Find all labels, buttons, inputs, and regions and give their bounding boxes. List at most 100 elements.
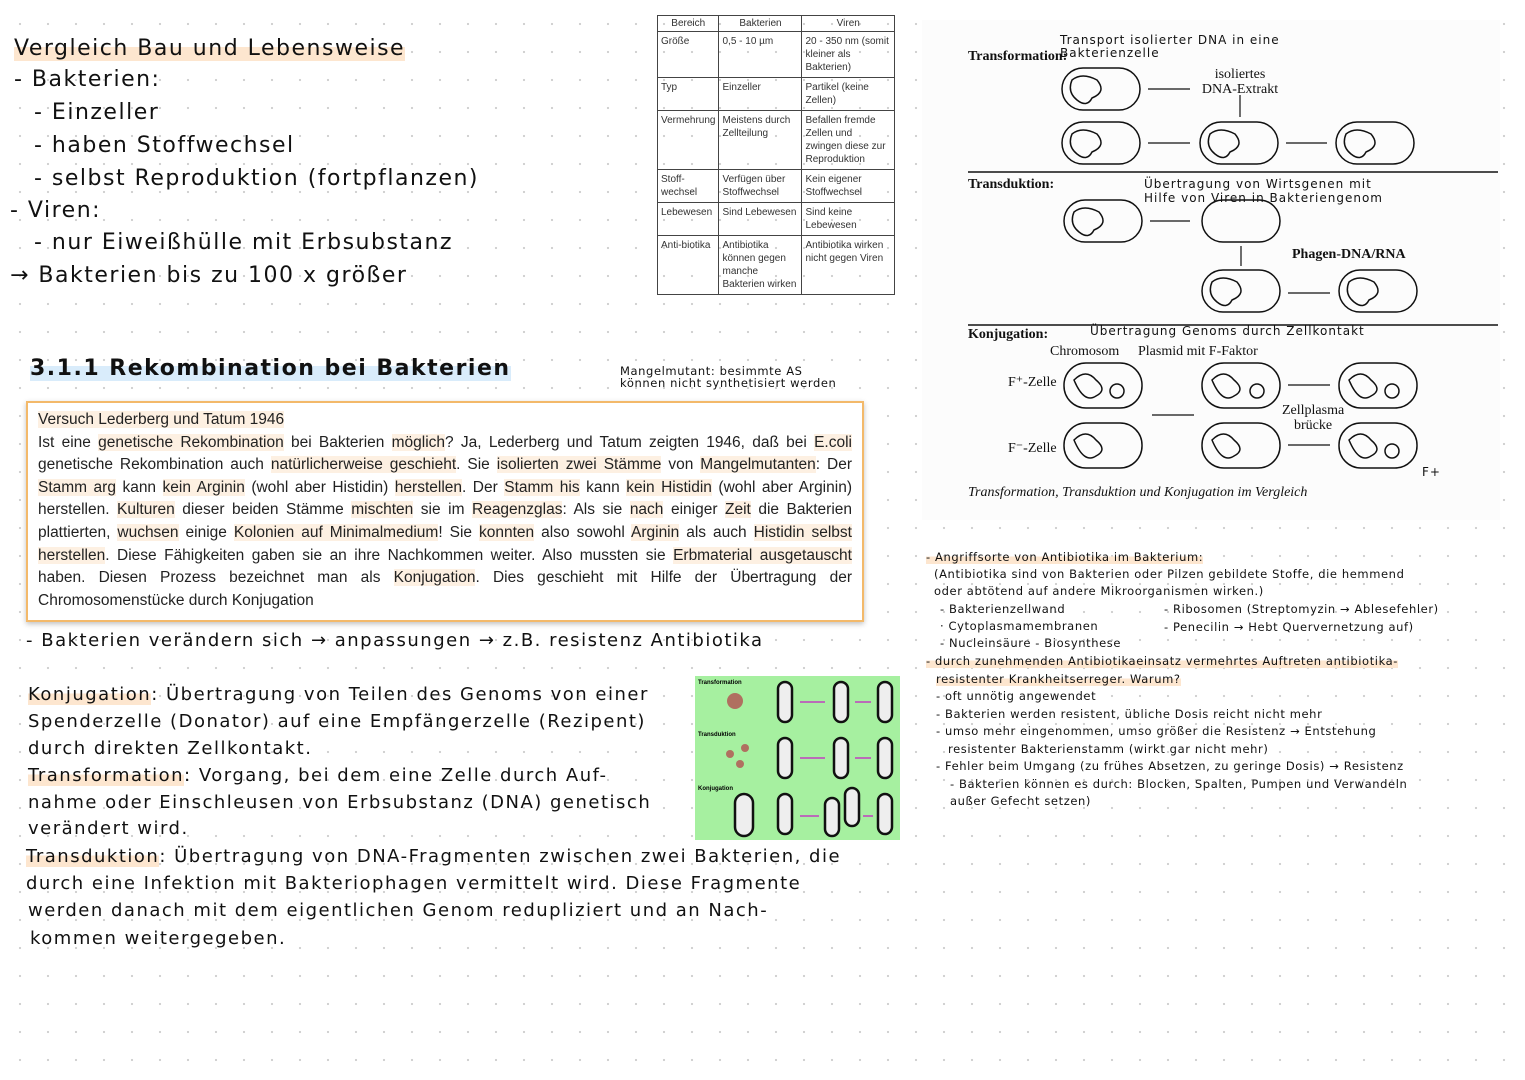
table-cell: Sind keine Lebewesen xyxy=(801,202,895,236)
figure-label: Transformation xyxy=(698,680,742,686)
experiment-box: Versuch Lederberg und Tatum 1946 Ist ein… xyxy=(26,401,864,623)
mangelmutant-note: können nicht synthetisiert werden xyxy=(620,376,837,390)
highlighted-text: isolierten zwei Stämme xyxy=(496,456,662,474)
diagram-label: brücke xyxy=(1294,418,1332,433)
table-cell: Anti-biotika xyxy=(656,235,720,295)
note-line: - Bakterien können es durch: Blocken, Sp… xyxy=(950,776,1408,791)
note-line: - Viren: xyxy=(10,198,102,223)
definition-konjugation: Konjugation: Übertragung von Teilen des … xyxy=(28,684,649,705)
text-segment: genetische Rekombination auch xyxy=(38,456,271,474)
transfer-comparison-diagram: Transformation: Transport isolierter DNA… xyxy=(922,20,1500,520)
text-segment: von xyxy=(661,456,701,474)
cell-shape xyxy=(1338,362,1418,409)
cell-shape xyxy=(1063,362,1143,409)
highlighted-text: kein Histidin xyxy=(626,478,712,496)
table-cell: Lebewesen xyxy=(656,202,720,236)
diagram-label: F⁺-Zelle xyxy=(1008,375,1057,390)
table-header: Bakterien xyxy=(718,15,803,32)
diagram-label: Plasmid mit F-Faktor xyxy=(1138,344,1258,359)
term: Konjugation xyxy=(28,684,152,705)
cell-shape xyxy=(733,792,755,838)
handwritten-note: Übertragung Genoms durch Zellkontakt xyxy=(1090,322,1365,338)
notes-title-text: Vergleich Bau und Lebensweise xyxy=(14,36,406,61)
table-cell: Größe xyxy=(656,31,720,78)
table-cell: 0,5 - 10 µm xyxy=(718,31,803,78)
diagram-label: DNA-Extrakt xyxy=(1202,82,1278,97)
text-segment: kann xyxy=(579,478,627,496)
note-line: → Bakterien bis zu 100 x größer xyxy=(10,263,408,288)
cell-shape xyxy=(843,786,861,828)
cell-shape xyxy=(876,792,894,836)
diagram-label-konjugation: Konjugation: xyxy=(968,327,1048,342)
table-cell: Verfügen über Stoffwechsel xyxy=(718,169,803,203)
text-segment: ? Ja, Lederberg und Tatum zeigten 1946, … xyxy=(445,433,815,451)
highlighted-text: kein Arginin xyxy=(162,478,245,496)
mangelmutant-note: Mangelmutant: besimmte AS xyxy=(620,364,803,378)
handwritten-note: Transport isolierter DNA in eine xyxy=(1059,33,1280,47)
highlighted-text: mischten xyxy=(351,501,414,519)
text-segment: ! Sie xyxy=(438,523,480,541)
diagram-label-transduktion: Transduktion: xyxy=(968,177,1054,192)
note-line: - selbst Reproduktion (fortpflanzen) xyxy=(34,166,480,191)
highlighted-text: Mangelmutanten xyxy=(700,456,816,474)
diagram-label-transformation: Transformation: xyxy=(968,49,1067,64)
diagram-label: isoliertes xyxy=(1215,67,1266,82)
note-line: - Bakterien werden resistent, übliche Do… xyxy=(936,706,1323,721)
highlighted-text: Erbmaterial ausgetauscht xyxy=(673,546,852,564)
figure-label: Transduktion xyxy=(698,732,736,738)
handwritten-note: Bakterienzelle xyxy=(1060,46,1160,60)
highlighted-text: Zeit xyxy=(724,501,751,519)
highlighted-text: wuchsen xyxy=(117,523,179,541)
text-segment: kann xyxy=(115,478,163,496)
text-segment: als auch xyxy=(679,523,754,541)
table-cell: Sind Lebewesen xyxy=(718,202,803,236)
note-line: resistenter Krankheitserreger. Warum? xyxy=(936,671,1181,686)
diagram-drawing: Transformation: Transport isolierter DNA… xyxy=(968,33,1498,500)
text-segment: : Der xyxy=(815,456,852,474)
dna-fragments xyxy=(727,693,743,709)
text-segment: Ist eine xyxy=(38,433,99,451)
text-segment: . Der xyxy=(462,478,505,496)
diagram-label: F⁻-Zelle xyxy=(1008,441,1057,456)
table-cell: Typ xyxy=(656,77,720,111)
note-line: oder abtötend auf andere Mikroorganismen… xyxy=(934,584,1264,598)
text-segment: dieser beiden Stämme xyxy=(174,501,352,519)
text-segment: (wohl aber Histidin) xyxy=(244,478,395,496)
table-cell: Einzeller xyxy=(718,77,803,111)
highlighted-text: Stamm arg xyxy=(38,478,116,496)
note-line: · Cytoplasmamembranen xyxy=(940,619,1099,633)
table-cell: 20 - 350 nm (somit kleiner als Bakterien… xyxy=(801,31,895,78)
handwritten-note: F+ xyxy=(1422,465,1441,479)
note-line: - umso mehr eingenommen, umso größer die… xyxy=(936,724,1377,738)
diagram-caption: Transformation, Transduktion und Konjuga… xyxy=(968,485,1307,500)
diagram-label: Chromosom xyxy=(1050,344,1119,359)
cell-shape xyxy=(832,736,850,780)
highlighted-text: Reagenzglas xyxy=(472,501,563,519)
cell-shape xyxy=(1201,422,1281,469)
highlighted-text: Kulturen xyxy=(117,501,175,519)
highlighted-text: genetische Rekombination xyxy=(98,433,284,451)
text-segment: . Sie xyxy=(456,456,497,474)
highlighted-text: möglich xyxy=(391,433,446,451)
table-cell: Befallen fremde Zellen und zwingen diese… xyxy=(801,110,895,170)
note-line: - Nucleinsäure - Biosynthese xyxy=(940,636,1122,650)
term: Transformation xyxy=(28,765,185,786)
definition-transduktion: Transduktion: Übertragung von DNA-Fragme… xyxy=(26,846,841,867)
definition-text: : Übertragung von DNA-Fragmenten zwische… xyxy=(159,846,842,867)
figure-label: Konjugation xyxy=(698,786,733,792)
cell-shape xyxy=(1061,121,1141,165)
note-line: - Einzeller xyxy=(34,100,160,125)
cell-shape xyxy=(1338,269,1418,313)
cell-shape xyxy=(776,736,794,780)
table-header: Viren xyxy=(801,15,895,32)
definition-text: werden danach mit dem eigentlichen Genom… xyxy=(28,900,769,921)
cell-shape xyxy=(1338,422,1418,469)
text-segment: einiger xyxy=(663,501,725,519)
cell-shape xyxy=(1201,362,1281,409)
